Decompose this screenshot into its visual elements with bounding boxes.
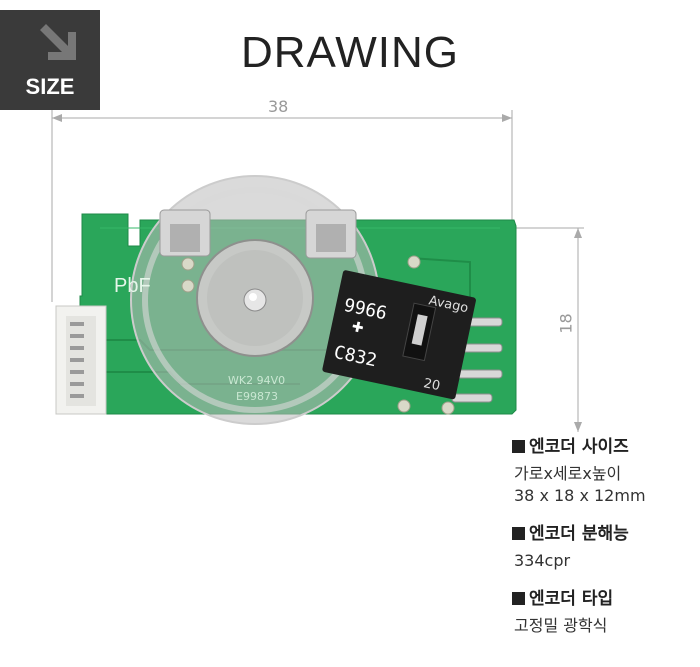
height-value: 18: [556, 313, 576, 334]
spec-heading: 엔코더 사이즈: [512, 432, 698, 457]
spec-heading-text: 엔코더 타입: [529, 589, 614, 609]
spec-value-line: 가로x세로x높이: [514, 464, 622, 483]
square-bullet-icon: [512, 592, 525, 605]
spec-value-line: 334cpr: [514, 551, 571, 570]
spec-list: 엔코더 사이즈 가로x세로x높이 38 x 18 x 12mm 엔코더 분해능 …: [512, 432, 698, 649]
svg-text:✚: ✚: [350, 319, 365, 337]
spec-value: 334cpr: [514, 550, 698, 572]
pcb-board: 9966 ✚ C832 Avago 20 PbF WK2 94V0 E99873: [55, 175, 517, 425]
pcb-text-2: E99873: [236, 390, 278, 403]
pcb-text-1: WK2 94V0: [228, 374, 285, 387]
arrow-down-right-icon: [40, 24, 76, 60]
height-dimension: [516, 227, 584, 432]
square-bullet-icon: [512, 527, 525, 540]
spec-heading: 엔코더 타입: [512, 584, 698, 609]
spec-resolution: 엔코더 분해능 334cpr: [512, 519, 698, 572]
spec-heading-text: 엔코더 분해능: [529, 524, 629, 544]
width-value: 38: [268, 97, 289, 116]
brand-silkscreen: PbF: [114, 275, 151, 297]
width-dimension: [51, 110, 513, 302]
spec-value-line: 고정밀 광학식: [514, 616, 608, 635]
size-label: SIZE: [25, 74, 75, 99]
spec-heading-text: 엔코더 사이즈: [529, 437, 629, 457]
spec-value: 고정밀 광학식: [514, 615, 698, 637]
size-badge: SIZE: [0, 10, 100, 110]
spec-heading: 엔코더 분해능: [512, 519, 698, 544]
page-title: DRAWING: [240, 28, 460, 77]
spec-size: 엔코더 사이즈 가로x세로x높이 38 x 18 x 12mm: [512, 432, 698, 507]
spec-type: 엔코더 타입 고정밀 광학식: [512, 584, 698, 637]
chip-mark-2: 20: [422, 376, 441, 394]
spec-value-line: 38 x 18 x 12mm: [514, 486, 646, 505]
spec-value: 가로x세로x높이 38 x 18 x 12mm: [514, 463, 698, 507]
square-bullet-icon: [512, 440, 525, 453]
